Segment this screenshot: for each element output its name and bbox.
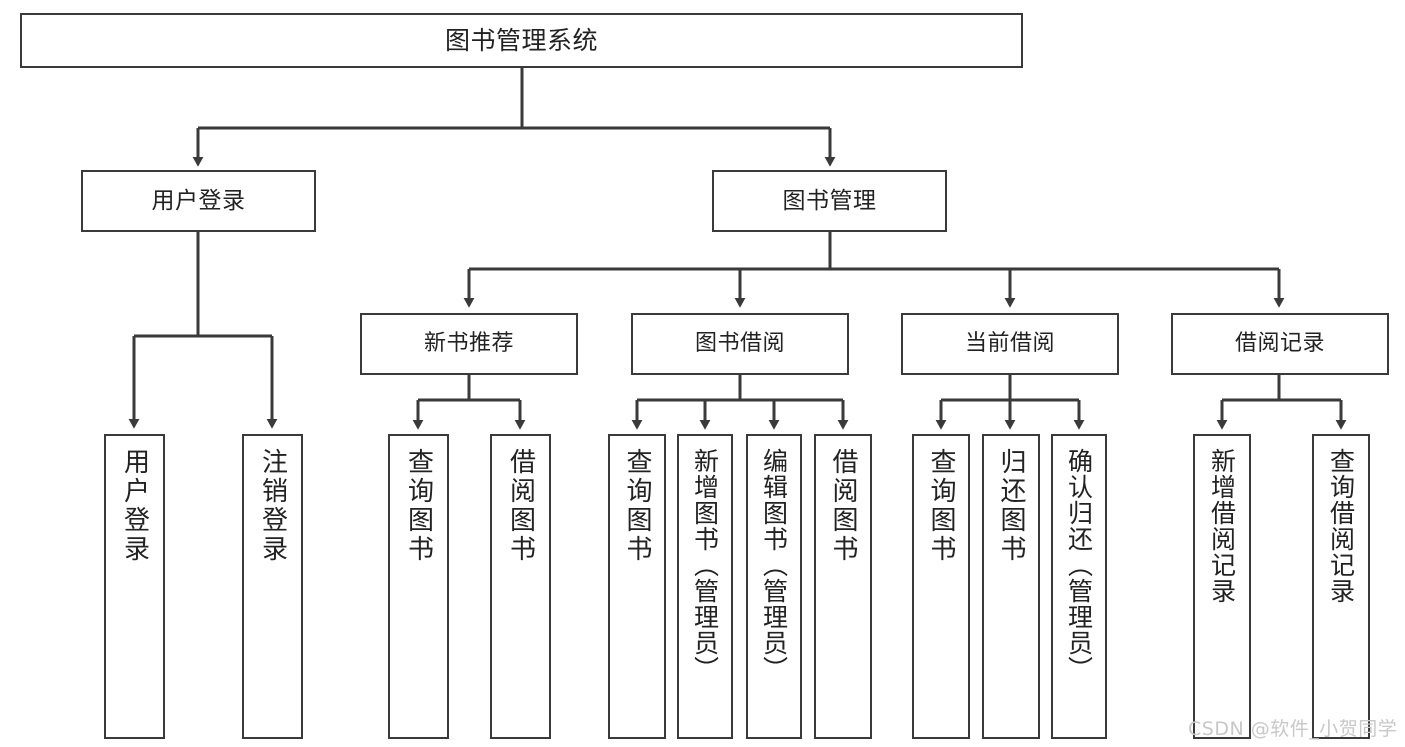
node-label: 图书管理 xyxy=(782,187,877,214)
node-label: 查询图书 xyxy=(926,448,956,564)
node-leaf-borrow-book[interactable]: 借阅图书 xyxy=(814,434,872,739)
node-leaf-user-login[interactable]: 用户登录 xyxy=(104,434,165,739)
node-label: 图书借阅 xyxy=(694,331,785,357)
node-current-borrow[interactable]: 当前借阅 xyxy=(901,313,1119,375)
node-leaf-add-borrow-record[interactable]: 新增借阅记录 xyxy=(1193,434,1251,739)
csdn-watermark: CSDN @软件_小贺同学 xyxy=(1188,718,1398,740)
node-label: 查询图书 xyxy=(622,448,652,564)
node-leaf-add-book-admin[interactable]: 新增图书（管理员） xyxy=(677,434,733,739)
node-label: 新增图书（管理员） xyxy=(690,448,720,682)
node-borrow-record[interactable]: 借阅记录 xyxy=(1171,313,1389,375)
node-book-borrow[interactable]: 图书借阅 xyxy=(631,313,849,375)
node-label: 确认归还（管理员） xyxy=(1064,448,1094,682)
node-root-book-management-system[interactable]: 图书管理系统 xyxy=(20,13,1023,68)
node-leaf-borrow-book-recommend[interactable]: 借阅图书 xyxy=(490,434,551,739)
node-label: 用户登录 xyxy=(151,187,246,214)
node-leaf-query-book-borrow[interactable]: 查询图书 xyxy=(608,434,666,739)
node-leaf-return-book[interactable]: 归还图书 xyxy=(982,434,1040,739)
node-user-login[interactable]: 用户登录 xyxy=(81,170,316,232)
node-label: 新书推荐 xyxy=(423,331,514,357)
node-leaf-confirm-return-admin[interactable]: 确认归还（管理员） xyxy=(1051,434,1107,739)
node-label: 当前借阅 xyxy=(964,331,1055,357)
node-label: 查询借阅记录 xyxy=(1326,448,1356,604)
node-leaf-query-book-recommend[interactable]: 查询图书 xyxy=(388,434,449,739)
node-leaf-query-book-current[interactable]: 查询图书 xyxy=(912,434,970,739)
node-label: 图书管理系统 xyxy=(444,26,598,55)
node-book-management[interactable]: 图书管理 xyxy=(712,170,947,232)
node-new-book-recommend[interactable]: 新书推荐 xyxy=(360,313,578,375)
node-leaf-query-borrow-record[interactable]: 查询借阅记录 xyxy=(1312,434,1370,739)
node-label: 查询图书 xyxy=(403,448,434,564)
node-label: 借阅图书 xyxy=(828,448,858,564)
node-label: 借阅记录 xyxy=(1234,331,1325,357)
node-label: 归还图书 xyxy=(996,448,1026,564)
node-label: 新增借阅记录 xyxy=(1207,448,1237,604)
node-label: 注销登录 xyxy=(257,448,288,564)
node-leaf-edit-book-admin[interactable]: 编辑图书（管理员） xyxy=(746,434,802,739)
node-leaf-logout-login[interactable]: 注销登录 xyxy=(242,434,303,739)
node-label: 编辑图书（管理员） xyxy=(759,448,789,682)
node-label: 用户登录 xyxy=(119,448,150,564)
node-label: 借阅图书 xyxy=(505,448,536,564)
